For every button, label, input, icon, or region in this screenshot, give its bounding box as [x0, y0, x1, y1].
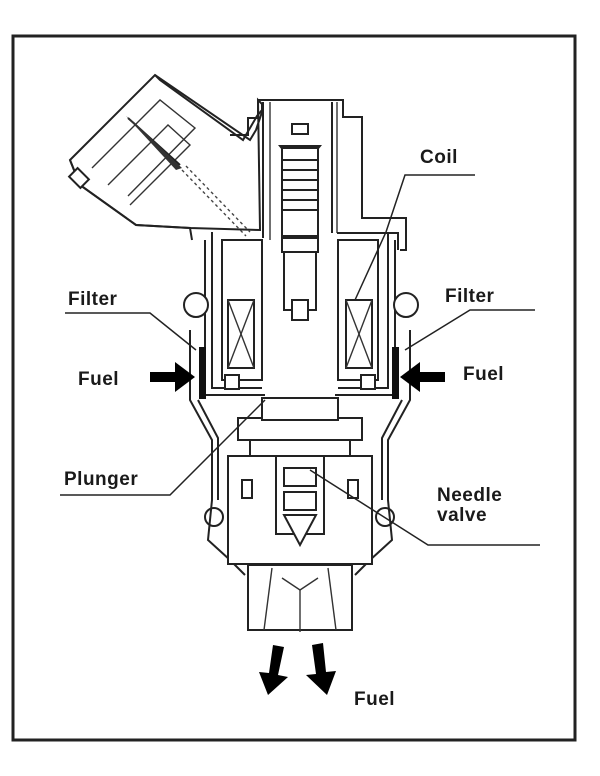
fuel-in-left-arrow	[150, 362, 195, 392]
label-needle-valve: Needle valve	[437, 485, 503, 526]
fuel-in-right-arrow	[400, 362, 445, 392]
label-filter-right: Filter	[445, 286, 495, 307]
electrical-connector	[67, 73, 263, 241]
injector-housing-top	[230, 99, 407, 251]
label-coil: Coil	[420, 147, 458, 168]
nozzle	[247, 564, 353, 632]
frame-border	[11, 34, 577, 742]
coil-assembly	[204, 232, 396, 396]
label-fuel-right: Fuel	[463, 364, 505, 385]
label-leaders	[60, 174, 540, 546]
label-fuel-out: Fuel	[354, 689, 396, 710]
filter-left	[199, 347, 206, 399]
label-fuel-left: Fuel	[78, 369, 120, 390]
label-plunger: Plunger	[64, 469, 139, 490]
fuel-out-left-arrow	[259, 645, 288, 695]
fuel-out-right-arrow	[306, 643, 336, 695]
filter-right	[392, 347, 399, 399]
label-filter-left: Filter	[68, 289, 118, 310]
return-spring	[278, 123, 322, 321]
